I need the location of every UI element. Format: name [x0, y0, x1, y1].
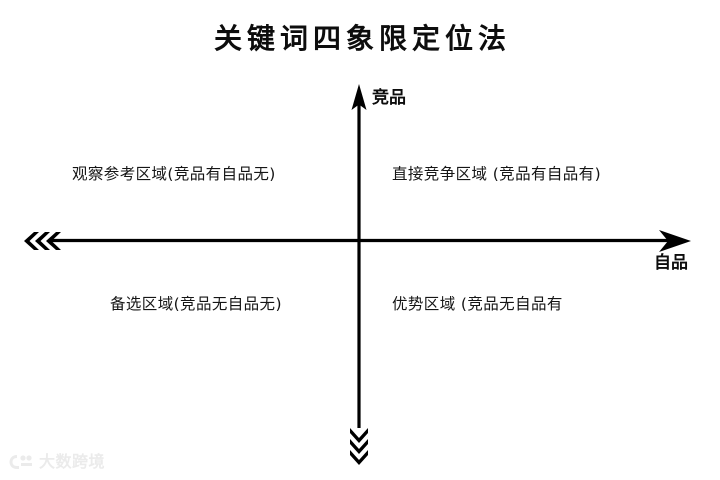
- quadrant-label-top-left: 观察参考区域(竞品有自品无): [72, 165, 276, 183]
- quadrant-label-bottom-right: 优势区域 (竞品无自品有: [392, 295, 563, 313]
- quadrant-label-bottom-left: 备选区域(竞品无自品无): [110, 295, 282, 313]
- quadrant-label-top-right: 直接竞争区域 (竞品有自品有): [392, 165, 602, 183]
- page-title: 关键词四象限定位法: [213, 22, 511, 55]
- watermark: 大数跨境: [8, 452, 105, 472]
- x-axis-label: 自品: [654, 253, 688, 273]
- triple-chevron-left-icon: [24, 232, 61, 250]
- brand-logo-icon: [9, 455, 32, 469]
- arrow-right-icon: [659, 230, 691, 252]
- arrow-up-icon: [351, 84, 367, 110]
- watermark-text: 大数跨境: [39, 452, 106, 471]
- y-axis-label: 竞品: [372, 88, 406, 108]
- triple-chevron-down-icon: [350, 428, 368, 465]
